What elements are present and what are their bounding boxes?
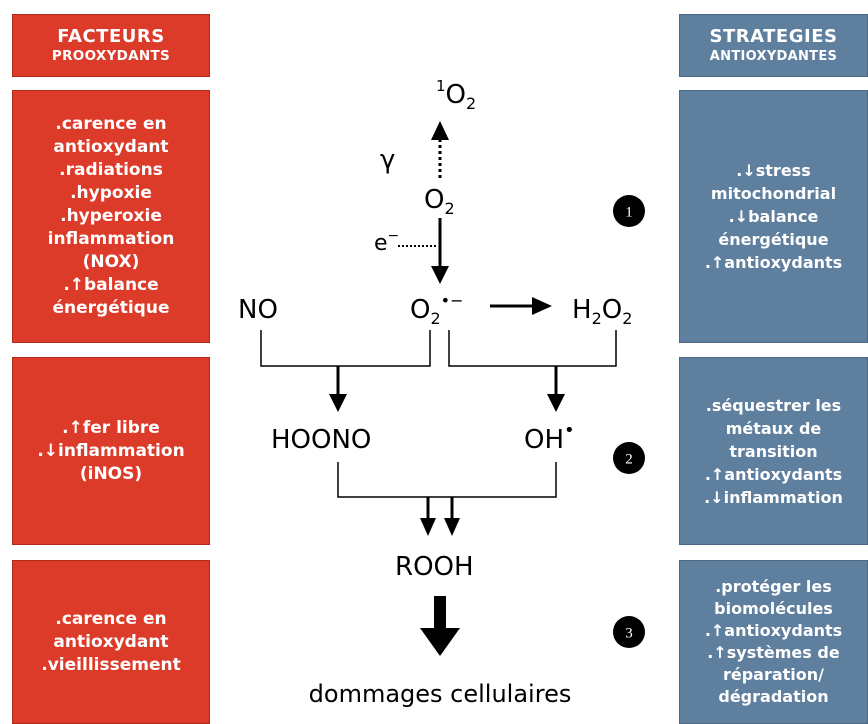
right-box-3-line: .protéger les <box>715 577 832 596</box>
right-header: STRATEGIES ANTIOXYDANTES <box>679 14 868 77</box>
step-badge-3 <box>613 616 645 648</box>
step-badge-1 <box>613 195 645 227</box>
hydroxyl-arrow-head <box>547 394 565 412</box>
right-box-2-line: .séquestrer les <box>705 395 842 415</box>
left-box-1-line: .↑balance <box>63 275 159 295</box>
left-box-1: .carence en antioxydant .radiations .hyp… <box>12 90 210 343</box>
gamma-label: γ <box>380 145 395 175</box>
right-box-3-line: .↑antioxydants <box>704 621 843 640</box>
right-header-subtitle: ANTIOXYDANTES <box>709 49 838 64</box>
right-box-3-line: dégradation <box>718 687 829 706</box>
peroxynitrite-label: HOONO <box>271 425 371 455</box>
left-box-3-line: antioxydant <box>53 631 169 652</box>
peroxynitrite-arrow-head <box>329 394 347 412</box>
singlet-oxygen-label: 1O2 <box>436 77 476 113</box>
right-box-1-line: énergétique <box>718 230 829 249</box>
left-box-1-line: antioxydant <box>53 137 169 157</box>
lipid-peroxide-arrow-right-head <box>444 518 460 536</box>
peroxynitrite-bracket <box>260 330 431 367</box>
right-box-3-line: .↑systèmes de <box>707 643 840 662</box>
right-box-1-line: .↑antioxydants <box>704 253 843 272</box>
hydroxyl-bracket <box>448 330 617 367</box>
left-box-2: .↑fer libre .↓inflammation (iNOS) <box>12 357 210 545</box>
step-badge-3-number: 3 <box>625 626 633 642</box>
left-header-title: FACTEURS <box>57 26 165 47</box>
hydroxyl-radical-label: OH• <box>524 420 575 455</box>
right-box-1-line: .↓stress <box>736 161 811 180</box>
lipid-peroxide-arrow-left-head <box>420 518 436 536</box>
right-box-2-line: métaux de <box>725 418 822 438</box>
right-box-3-line: biomolécules <box>714 599 833 618</box>
right-header-title: STRATEGIES <box>709 26 838 47</box>
oxygen-label: O2 <box>424 185 455 218</box>
left-box-3-line: .carence en <box>55 608 167 629</box>
left-box-2-line: (iNOS) <box>79 463 143 484</box>
right-box-2-line: .↑antioxydants <box>704 464 843 484</box>
superoxide-label: O2•− <box>410 291 464 328</box>
step-badge-1-number: 1 <box>625 205 633 221</box>
left-header: FACTEURS PROOXYDANTS <box>12 14 210 77</box>
cell-damage-label: dommages cellulaires <box>309 680 572 708</box>
step-badge-2 <box>613 442 645 474</box>
electron-label: e− <box>374 228 399 256</box>
step-badge-2-number: 2 <box>625 452 633 468</box>
left-box-1-line: .radiations <box>59 160 163 180</box>
left-box-2-line: .↓inflammation <box>37 440 185 461</box>
left-box-1-line: (NOX) <box>82 252 140 272</box>
dotted-arrow-head <box>431 121 449 140</box>
right-box-2-line: .↓inflammation <box>704 487 843 507</box>
left-box-1-line: inflammation <box>47 229 175 249</box>
nitric-oxide-label: NO <box>238 295 278 325</box>
damage-arrow <box>420 596 460 656</box>
right-box-1-line: mitochondrial <box>710 184 837 203</box>
right-box-1: .↓stress mitochondrial .↓balance énergét… <box>679 90 868 343</box>
left-box-1-line: .hyperoxie <box>60 206 162 226</box>
lipid-peroxide-bracket <box>337 462 557 498</box>
left-box-2-line: .↑fer libre <box>62 417 160 438</box>
reduction-arrow-head <box>431 266 449 284</box>
left-box-1-line: .hypoxie <box>70 183 152 203</box>
left-box-3-line: .vieillissement <box>41 654 181 675</box>
right-box-3: .protéger les biomolécules .↑antioxydant… <box>679 560 868 724</box>
dismutation-arrow-head <box>532 297 552 315</box>
left-header-subtitle: PROOXYDANTS <box>51 48 171 64</box>
right-box-2-line: transition <box>729 441 818 461</box>
hydrogen-peroxide-label: H2O2 <box>572 295 632 328</box>
lipid-peroxide-label: ROOH <box>395 552 474 582</box>
left-box-1-line: énergétique <box>52 298 170 318</box>
left-box-1-line: .carence en <box>55 114 167 134</box>
left-box-3: .carence en antioxydant .vieillissement <box>12 560 210 724</box>
right-box-1-line: .↓balance <box>728 207 819 226</box>
right-box-3-line: réparation/ <box>722 665 825 684</box>
right-box-2: .séquestrer les métaux de transition .↑a… <box>679 357 868 545</box>
